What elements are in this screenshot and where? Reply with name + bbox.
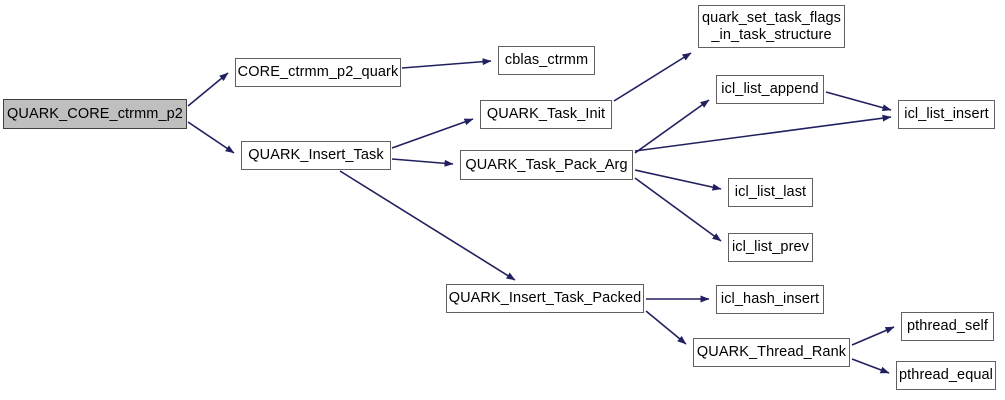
node-task_pack_arg[interactable]: QUARK_Task_Pack_Arg (460, 150, 633, 180)
edge-task_init-to-set_task_flags (613, 52, 692, 102)
edge-insert_task-to-insert_task_packed (339, 170, 516, 281)
node-task_init[interactable]: QUARK_Task_Init (480, 100, 612, 129)
edge-root-to-insert_task (187, 121, 235, 154)
node-list_last[interactable]: icl_list_last (728, 178, 813, 207)
edge-layer (187, 52, 895, 374)
edge-task_pack_arg-to-list_append (634, 99, 710, 154)
edge-insert_task_packed-to-thread_rank (645, 310, 687, 345)
edge-list_append-to-list_insert (825, 91, 892, 112)
node-insert_task_packed[interactable]: QUARK_Insert_Task_Packed (446, 284, 644, 313)
node-hash_insert[interactable]: icl_hash_insert (716, 285, 824, 314)
edge-root-to-core_quark (187, 72, 229, 107)
node-list_append[interactable]: icl_list_append (716, 75, 824, 104)
node-list_insert[interactable]: icl_list_insert (898, 100, 995, 129)
edge-insert_task-to-task_pack_arg (391, 158, 454, 167)
edge-task_pack_arg-to-list_last (634, 169, 722, 191)
edge-insert_task-to-task_init (391, 118, 474, 149)
node-pthread_self[interactable]: pthread_self (901, 312, 994, 341)
node-insert_task[interactable]: QUARK_Insert_Task (241, 141, 391, 170)
node-set_task_flags[interactable]: quark_set_task_flags _in_task_structure (698, 5, 845, 48)
node-thread_rank[interactable]: QUARK_Thread_Rank (693, 338, 850, 367)
node-pthread_equal[interactable]: pthread_equal (896, 361, 996, 390)
node-core_quark[interactable]: CORE_ctrmm_p2_quark (235, 58, 401, 87)
edge-core_quark-to-cblas_ctrmm (401, 58, 492, 69)
node-cblas_ctrmm[interactable]: cblas_ctrmm (498, 46, 595, 75)
node-root[interactable]: QUARK_CORE_ctrmm_p2 (3, 99, 187, 129)
edge-task_pack_arg-to-list_prev (634, 177, 722, 242)
edge-task_pack_arg-to-list_insert (634, 114, 892, 152)
edge-thread_rank-to-pthread_self (851, 326, 895, 346)
node-list_prev[interactable]: icl_list_prev (728, 233, 813, 262)
edge-thread_rank-to-pthread_equal (851, 358, 890, 374)
